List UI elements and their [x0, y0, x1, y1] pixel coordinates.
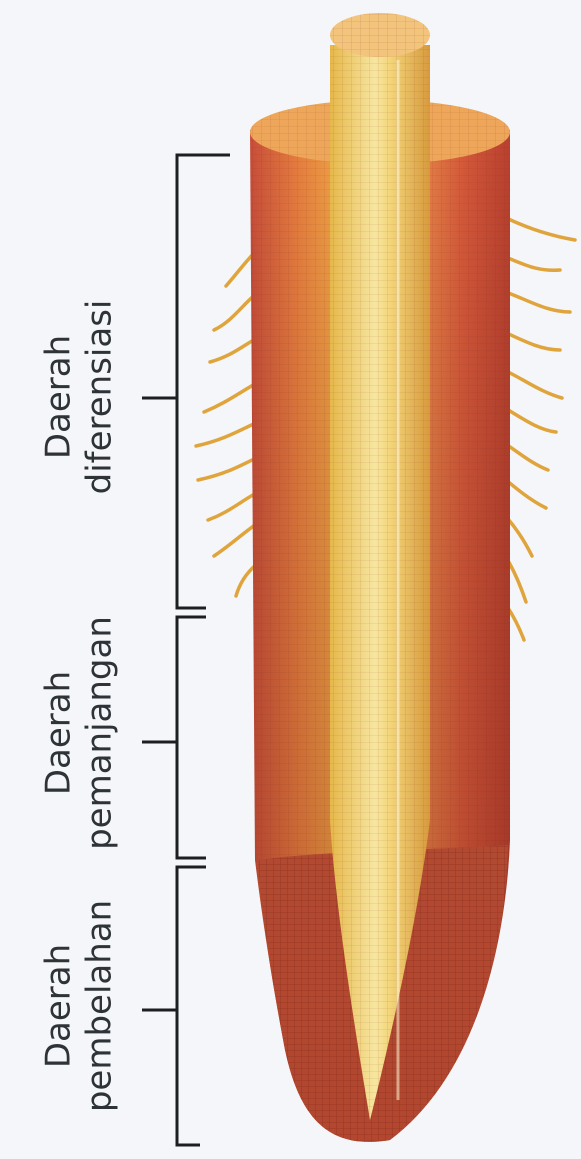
zone-label-pemanjangan: Daerah pemanjangan [39, 616, 122, 850]
zone-label-diferensiasi: Daerah diferensiasi [39, 300, 122, 495]
bracket-diferensiasi [142, 155, 230, 608]
bracket-pemanjangan [142, 617, 206, 858]
zone-label-pembelahan: Daerah pembelahan [39, 900, 122, 1112]
bracket-pembelahan [142, 867, 206, 1145]
